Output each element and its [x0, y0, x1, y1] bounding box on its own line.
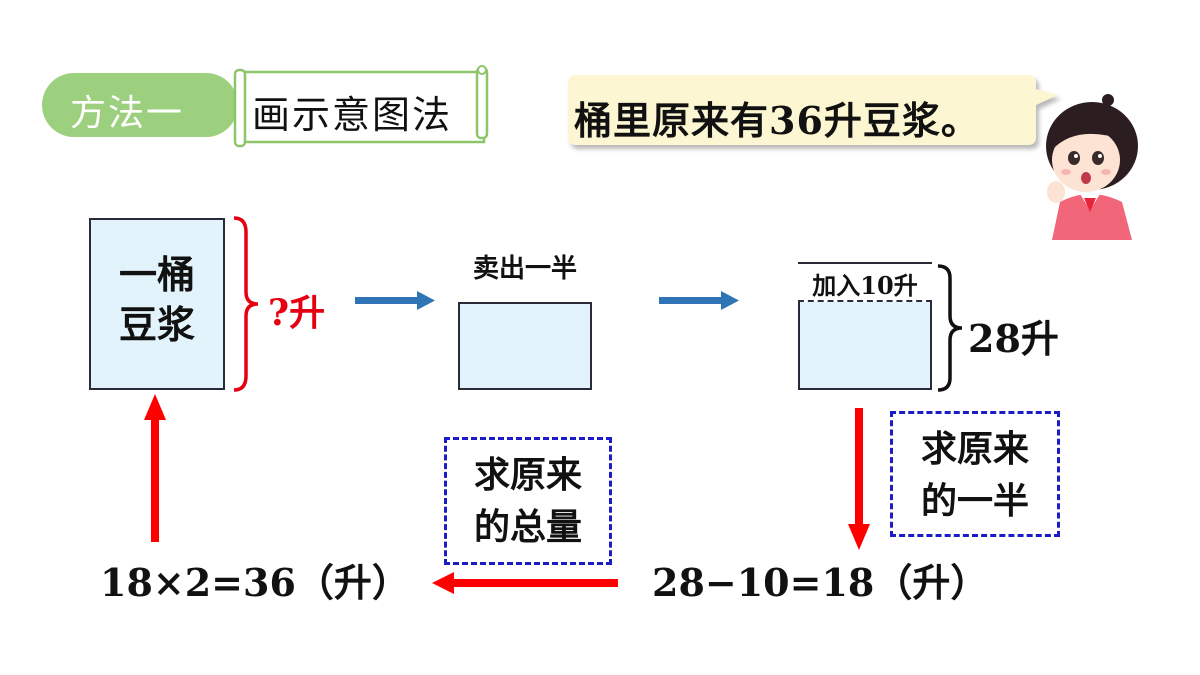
arrow-up-icon: [144, 394, 166, 542]
find-total-label: 求原来 的总量: [444, 449, 612, 553]
find-half-line2: 的一半: [920, 480, 1029, 522]
arrow-left-icon: [432, 572, 618, 594]
arrow-right-icon: [355, 291, 435, 310]
soymilk-bucket-box: [89, 218, 225, 390]
left-brace-icon: [233, 216, 259, 392]
find-half-frame: [890, 411, 1060, 537]
half-sold-label: 卖出一半: [472, 254, 577, 284]
added-label: 加入10升: [812, 271, 918, 300]
right-brace-icon: [937, 264, 963, 392]
speech-bubble-icon: [568, 75, 1058, 145]
method-badge: [42, 73, 238, 137]
find-total-frame: [444, 437, 612, 565]
scroll-banner-icon: [233, 65, 489, 148]
find-half-line1: 求原来: [920, 428, 1029, 470]
find-total-line1: 求原来: [473, 454, 582, 496]
equation-total: 18×2=36（升）: [100, 560, 410, 605]
bucket-label-line1: 一桶: [118, 252, 195, 297]
method-label: 方法一: [70, 93, 185, 134]
find-half-label: 求原来 的一半: [890, 423, 1060, 527]
half-sold-empty-part: [458, 218, 592, 304]
total-28-label: 28升: [968, 316, 1059, 361]
method-name: 画示意图法: [252, 93, 453, 137]
bucket-label: 一桶 豆浆: [89, 250, 225, 350]
arrow-down-icon: [848, 408, 870, 550]
added-part: [798, 264, 932, 302]
equation-half: 28−10=18（升）: [652, 560, 989, 605]
arrow-right-icon: [659, 291, 739, 310]
girl-character-icon: [1046, 94, 1138, 240]
find-total-line2: 的总量: [473, 506, 582, 548]
unknown-amount-label: ?升: [268, 292, 326, 334]
added-empty-part: [798, 217, 932, 264]
speech-text: 桶里原来有36升豆浆。: [574, 98, 980, 143]
bucket-label-line2: 豆浆: [118, 302, 195, 347]
